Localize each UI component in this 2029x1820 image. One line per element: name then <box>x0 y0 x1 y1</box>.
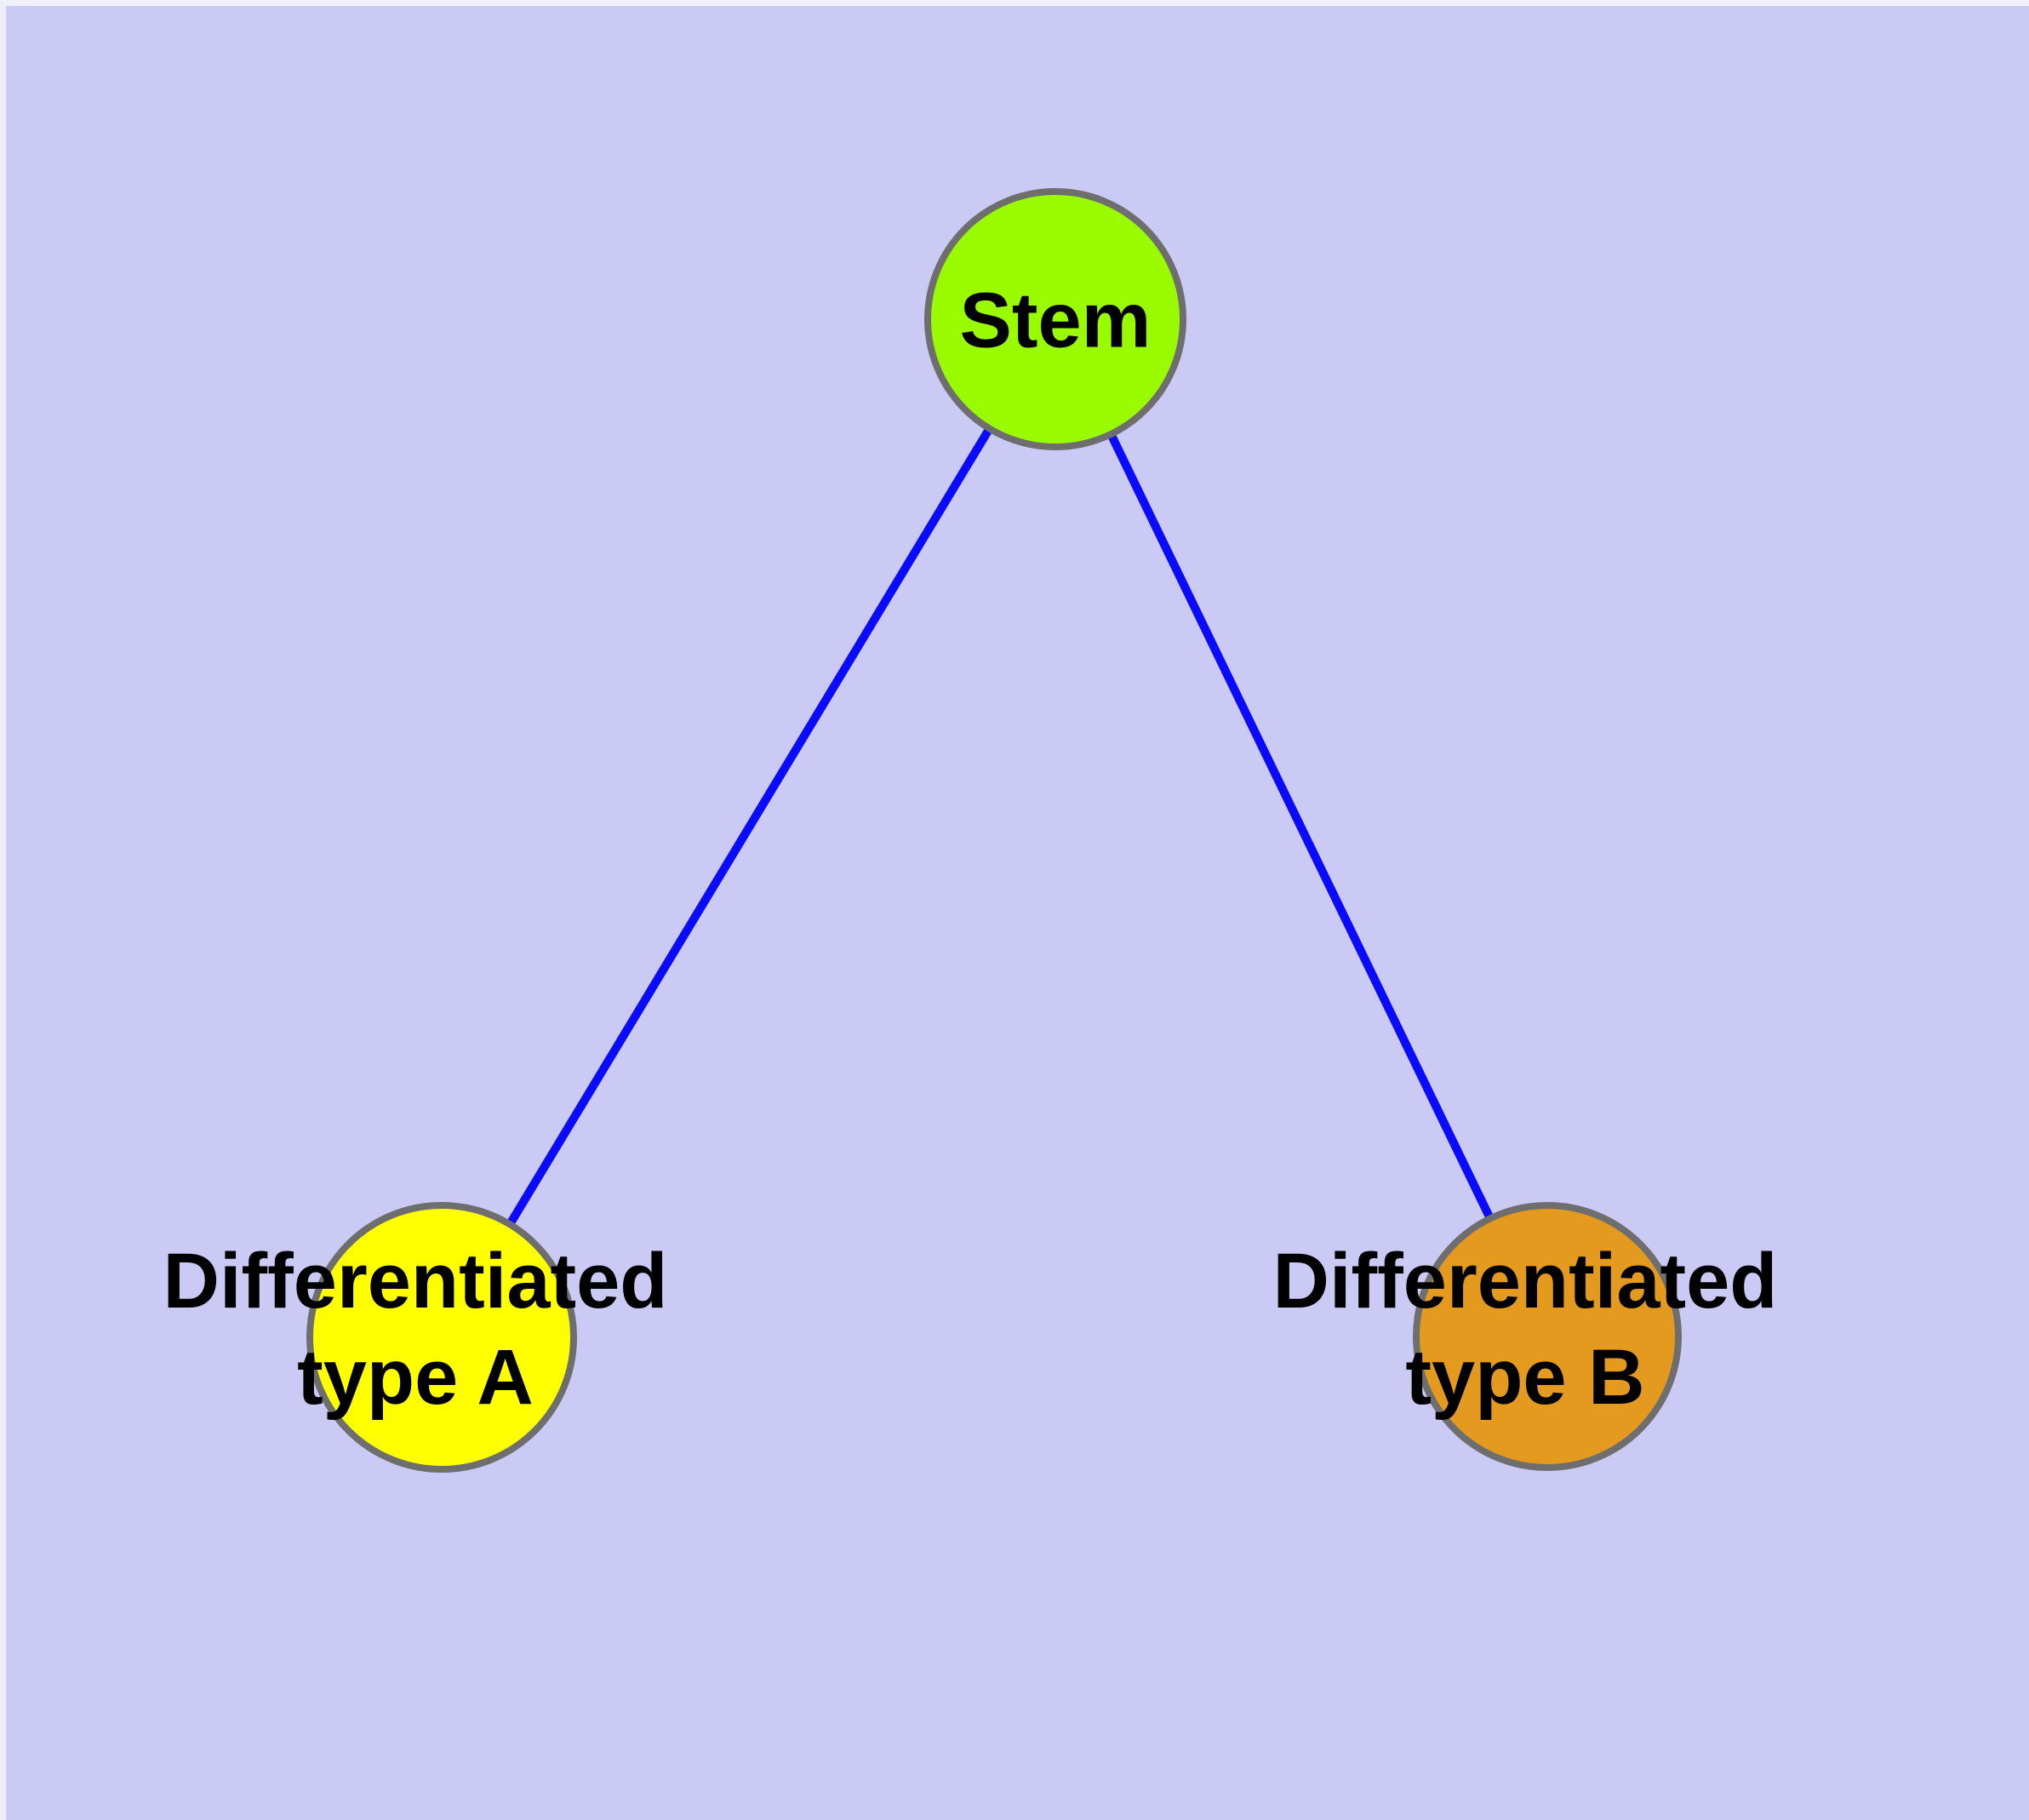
node-type-b-label-line2: type B <box>1405 1334 1645 1421</box>
node-type-a-label-line2: type A <box>297 1334 534 1421</box>
node-type-a-circle <box>306 1202 577 1473</box>
node-stem-circle <box>924 188 1186 450</box>
node-type-a-label-line1: Differentiated <box>163 1238 668 1325</box>
node-type-a-label: Differentiated type A <box>163 1233 668 1426</box>
node-type-b-circle <box>1413 1202 1682 1471</box>
node-stem-label: Stem <box>960 273 1152 369</box>
node-type-b-label-line1: Differentiated <box>1272 1238 1778 1325</box>
edge-stem-to-type-b <box>1051 317 1552 1339</box>
node-stem-label-line: Stem <box>959 277 1152 364</box>
node-type-b-label: Differentiated type B <box>1273 1233 1778 1426</box>
edge-stem-to-type-a <box>437 317 1060 1340</box>
